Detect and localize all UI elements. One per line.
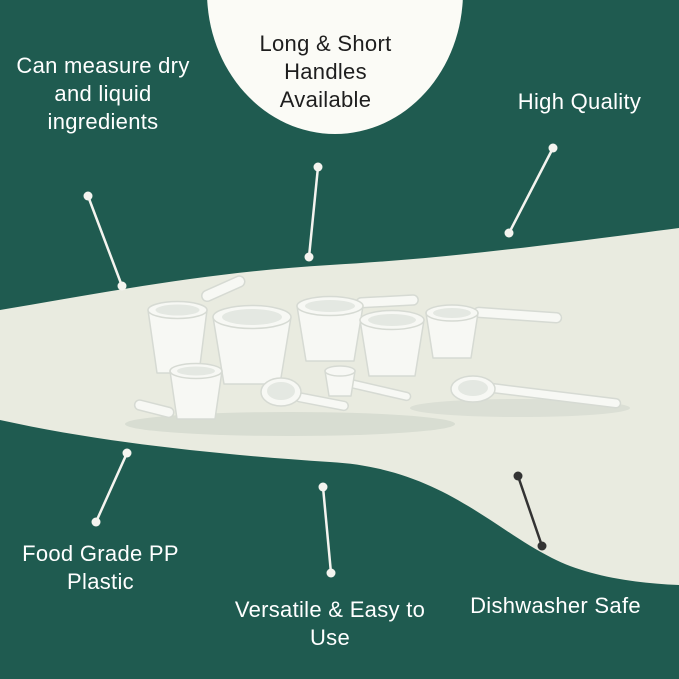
measuring-scoop xyxy=(133,362,223,420)
measuring-spoon-small-cup xyxy=(324,365,412,402)
measuring-spoon-long-handle xyxy=(450,375,622,409)
product-measuring-cups-photo xyxy=(125,275,630,436)
measuring-cup-2 xyxy=(212,304,292,385)
connector-measure-ingredients xyxy=(83,191,127,291)
measuring-cup-handle-short xyxy=(201,275,246,303)
callout-connectors xyxy=(83,143,558,578)
measuring-spoon-round xyxy=(260,377,349,412)
callout-high-quality: High Quality xyxy=(517,89,642,114)
callout-handles: Long & Short Handles Available xyxy=(259,31,392,113)
callout-versatile: Versatile & Easy to Use xyxy=(234,597,426,651)
measuring-cup-5 xyxy=(425,304,563,359)
callout-measure-ingredients: Can measure dry and liquid ingredients xyxy=(16,53,190,135)
connector-high-quality xyxy=(504,143,558,238)
connector-handles xyxy=(304,162,323,262)
callout-food-grade: Food Grade PP Plastic xyxy=(22,541,179,595)
measuring-cup-1 xyxy=(147,300,208,374)
connector-versatile xyxy=(318,482,336,578)
callout-dishwasher: Dishwasher Safe xyxy=(470,593,641,618)
measuring-cup-3 xyxy=(296,294,419,362)
top-white-blob xyxy=(207,0,463,134)
measuring-cup-4 xyxy=(359,309,425,377)
product-shadow xyxy=(125,412,455,436)
connector-food-grade xyxy=(91,448,132,527)
connector-dishwasher xyxy=(513,471,547,551)
